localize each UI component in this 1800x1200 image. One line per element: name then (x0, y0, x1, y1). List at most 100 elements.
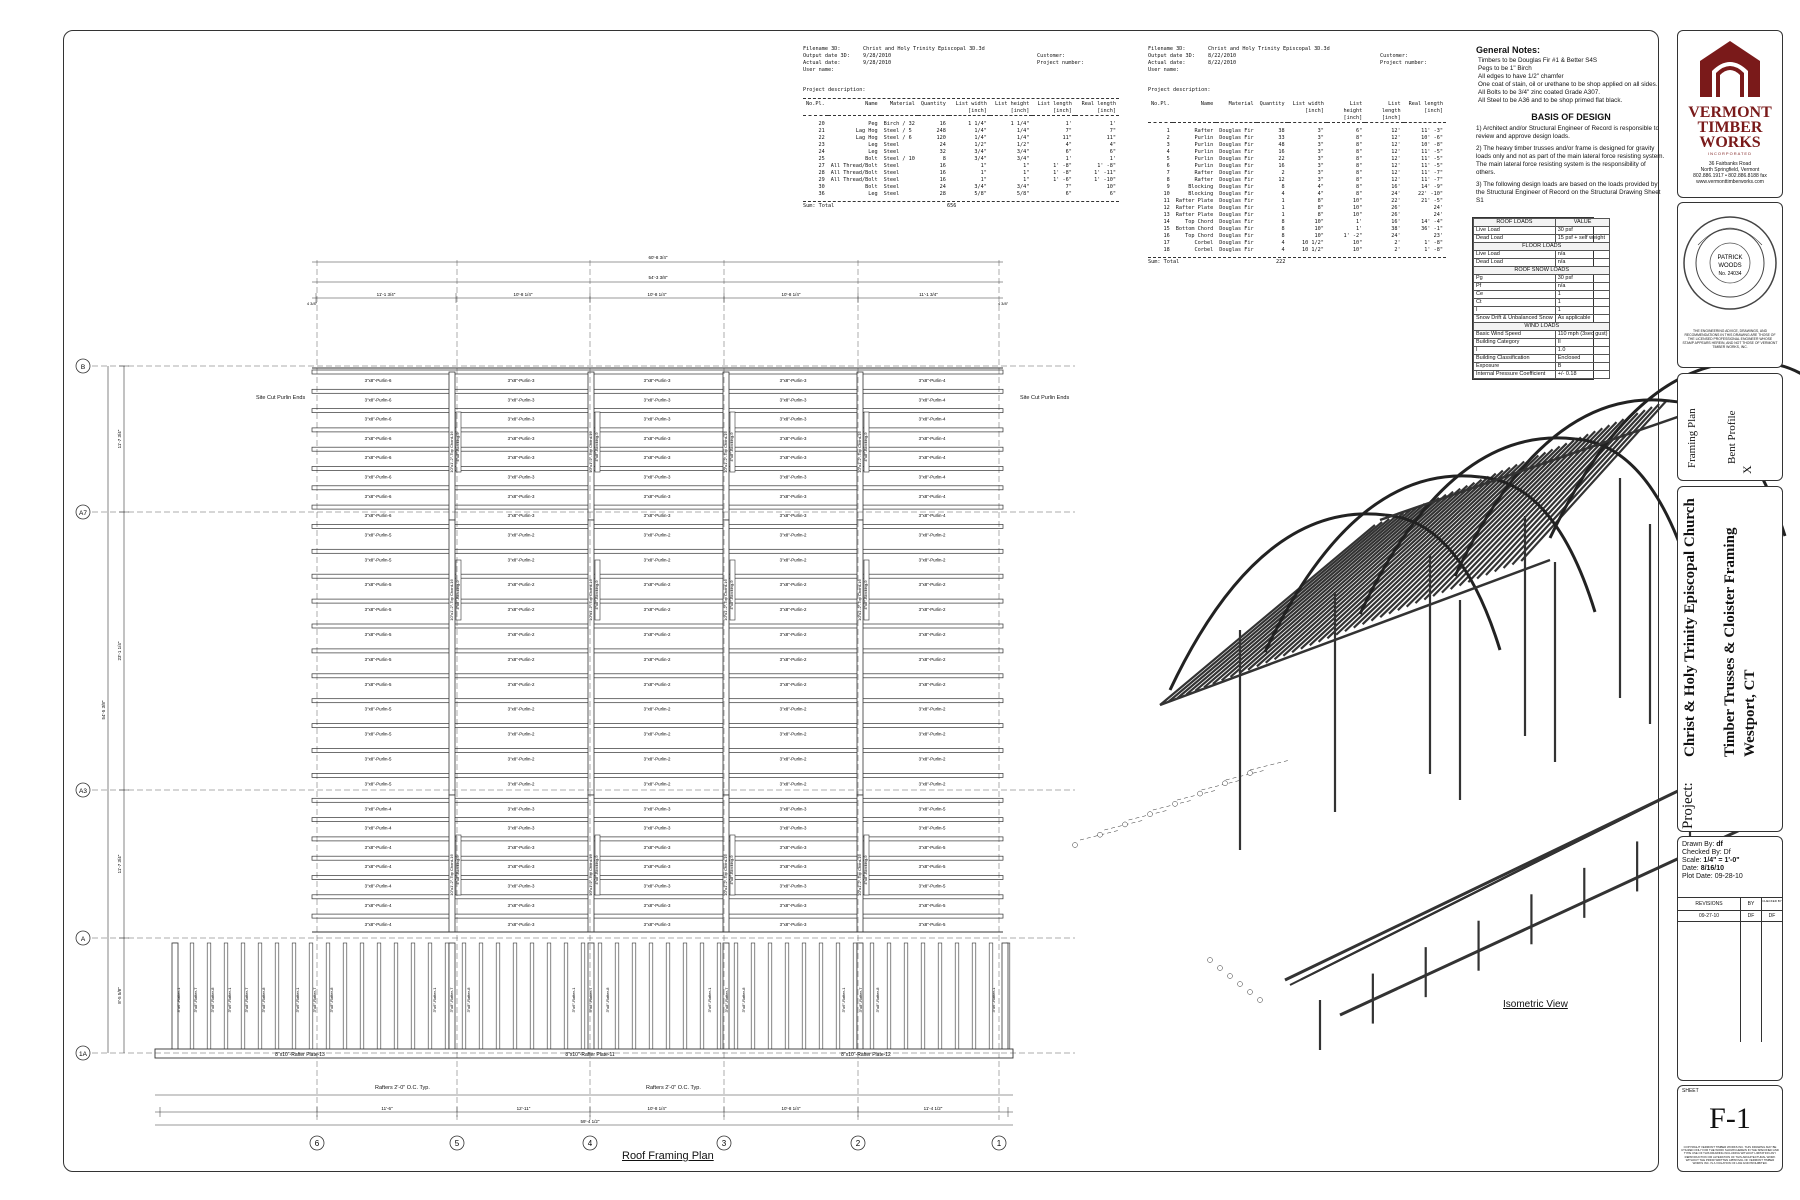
table-cell: Douglas Fir (1219, 204, 1254, 211)
table-header-cell: Quantity (917, 101, 949, 116)
table-cell: 8 (1281, 183, 1285, 190)
table-cell: 4" (1317, 183, 1324, 190)
purlin-label: 3"x8"-Purlin-3 (508, 475, 535, 480)
purlin-label: 3"x8"-Purlin-3 (508, 845, 535, 850)
table-cell: Purlin (1194, 155, 1214, 162)
top-chord-member (587, 519, 595, 796)
iso-truss-chord (1453, 398, 1671, 577)
basis-of-design-title: BASIS OF DESIGN (1531, 112, 1611, 122)
table-cell: 8" (1317, 204, 1324, 211)
table-cell: 8" (1355, 148, 1363, 155)
purlin-label: 3"x8"-Purlin-5 (365, 532, 392, 537)
address-line: North Springfield, Vermont (1700, 167, 1760, 173)
table-cell: 1/2" (974, 141, 987, 148)
dimension-text: 11'-7 3/4" (117, 429, 122, 448)
table-cell: 1" (1023, 169, 1030, 176)
table-cell: 1' (1109, 120, 1116, 127)
grid-row-label: A (81, 936, 86, 943)
revisions-by-header: BY (1741, 898, 1762, 910)
blocking-label: 4"x8"-Blocking-9 (455, 580, 460, 610)
purlin-member (311, 875, 1004, 880)
table-cell: 7" (1109, 127, 1116, 134)
table-cell: 3/4" (974, 183, 987, 190)
table-cell: 10 1/2" (1301, 239, 1324, 246)
purlin-member (311, 524, 1004, 529)
rafter-member (682, 942, 688, 1052)
purlin-label: 3"x8"-Purlin-2 (644, 707, 671, 712)
table-cell: 6" (1355, 127, 1363, 134)
table-cell: 1' (1065, 120, 1072, 127)
purlin-label: 3"x8"-Purlin-4 (919, 436, 946, 441)
top-chord-label: 10"x1'-2"-Top Chord-16 (857, 579, 862, 621)
purlin-label: 3"x8"-Purlin-3 (780, 922, 807, 927)
top-chord-label: 10"x1'-2"-Top Chord-16 (723, 854, 728, 896)
iso-purlin (1405, 439, 1575, 608)
purlin-label: 3"x8"-Purlin-6 (365, 397, 392, 402)
table-cell: 4" (1109, 141, 1116, 148)
grid-bubble (75, 1045, 91, 1061)
table-cell: 5/8" (1016, 190, 1030, 197)
info-row: Filename 3D:Christ and Holy Trinity Epis… (1148, 46, 1446, 53)
table-cell: 12' (1391, 169, 1401, 176)
table-cell: 1 (1281, 211, 1285, 218)
table-cell: 20 (818, 120, 825, 127)
purlin-label: 3"x8"-Purlin-2 (780, 732, 807, 737)
table-cell: 1' -8" (1053, 162, 1072, 169)
iso-purlin (1300, 475, 1490, 650)
table-cell: 6" (1109, 190, 1116, 197)
purlin-label: 3"x8"-Purlin-5 (365, 582, 392, 587)
iso-truss-chord (1358, 436, 1576, 615)
top-chord-label: 10"x1'-2"-Top Chord-16 (857, 854, 862, 896)
purlin-member (311, 913, 1004, 919)
purlin-member (311, 369, 1004, 375)
table-cell: 1' -8" (1424, 246, 1443, 253)
scale-label: Scale: (1682, 857, 1702, 864)
project-name: Christ & Holy Trinity Episcopal Church (1682, 498, 1698, 757)
rafter-label: 3"x6"-Rafter-1 (991, 987, 996, 1013)
table-cell: 1' -8" (1424, 239, 1443, 246)
rafter-member (478, 942, 484, 1052)
purlin-label: 3"x8"-Purlin-2 (919, 781, 946, 786)
table-cell: 10" (1314, 218, 1324, 225)
table-cell: 14' -4" (1421, 218, 1443, 225)
rafter-member (733, 942, 739, 1052)
info-value: 8/22/2010 (1208, 53, 1237, 59)
iso-grid-bubble (1197, 790, 1203, 797)
table-header-cell: Real length [inch] (1403, 101, 1446, 123)
dimension-text: 10'-8 1/4" (514, 292, 533, 297)
purlin-label: 3"x8"-Purlin-2 (644, 532, 671, 537)
table-cell: 1 (1281, 197, 1285, 204)
table-cell: Steel (883, 190, 900, 197)
table-cell: 5 (1166, 155, 1170, 162)
table-cell: Douglas Fir (1219, 225, 1254, 232)
purlin-label: 3"x8"-Purlin-3 (780, 845, 807, 850)
blocking-label: 4"x8"-Blocking-9 (729, 855, 734, 885)
purlin-label: 3"x8"-Purlin-2 (508, 732, 535, 737)
purlin-label: 3"x8"-Purlin-3 (644, 864, 671, 869)
blocking-label: 4"x8"-Blocking-9 (455, 855, 460, 885)
sheet-type-framing-plan: Framing Plan (1686, 408, 1698, 468)
table-cell: Douglas Fir (1219, 183, 1254, 190)
table-cell: 27 (818, 162, 825, 169)
purlin-label: 3"x8"-Purlin-4 (365, 884, 392, 889)
table-cell: 248 (936, 127, 946, 134)
grid-bubble (716, 1135, 732, 1151)
table-cell: 12' (1391, 148, 1401, 155)
rafter-member (529, 942, 535, 1052)
info-value: Christ and Holy Trinity Episcopal 3D.3d (1208, 46, 1330, 52)
purlin-label: 3"x8"-Purlin-2 (508, 632, 535, 637)
purlin-label: 3"x8"-Purlin-2 (508, 582, 535, 587)
table-cell: 23' (1433, 232, 1443, 239)
top-chord-label: 10"x1'-2"-Top Chord-16 (857, 431, 862, 473)
table-cell: 28 (939, 190, 946, 197)
iso-purlin (1423, 433, 1589, 601)
iso-grid-bubble (1122, 821, 1128, 828)
table-cell: 17 (1163, 239, 1170, 246)
general-notes-title: General Notes: (1476, 45, 1541, 55)
table-cell: 10" (1106, 183, 1116, 190)
grid-bubble (309, 1135, 325, 1151)
